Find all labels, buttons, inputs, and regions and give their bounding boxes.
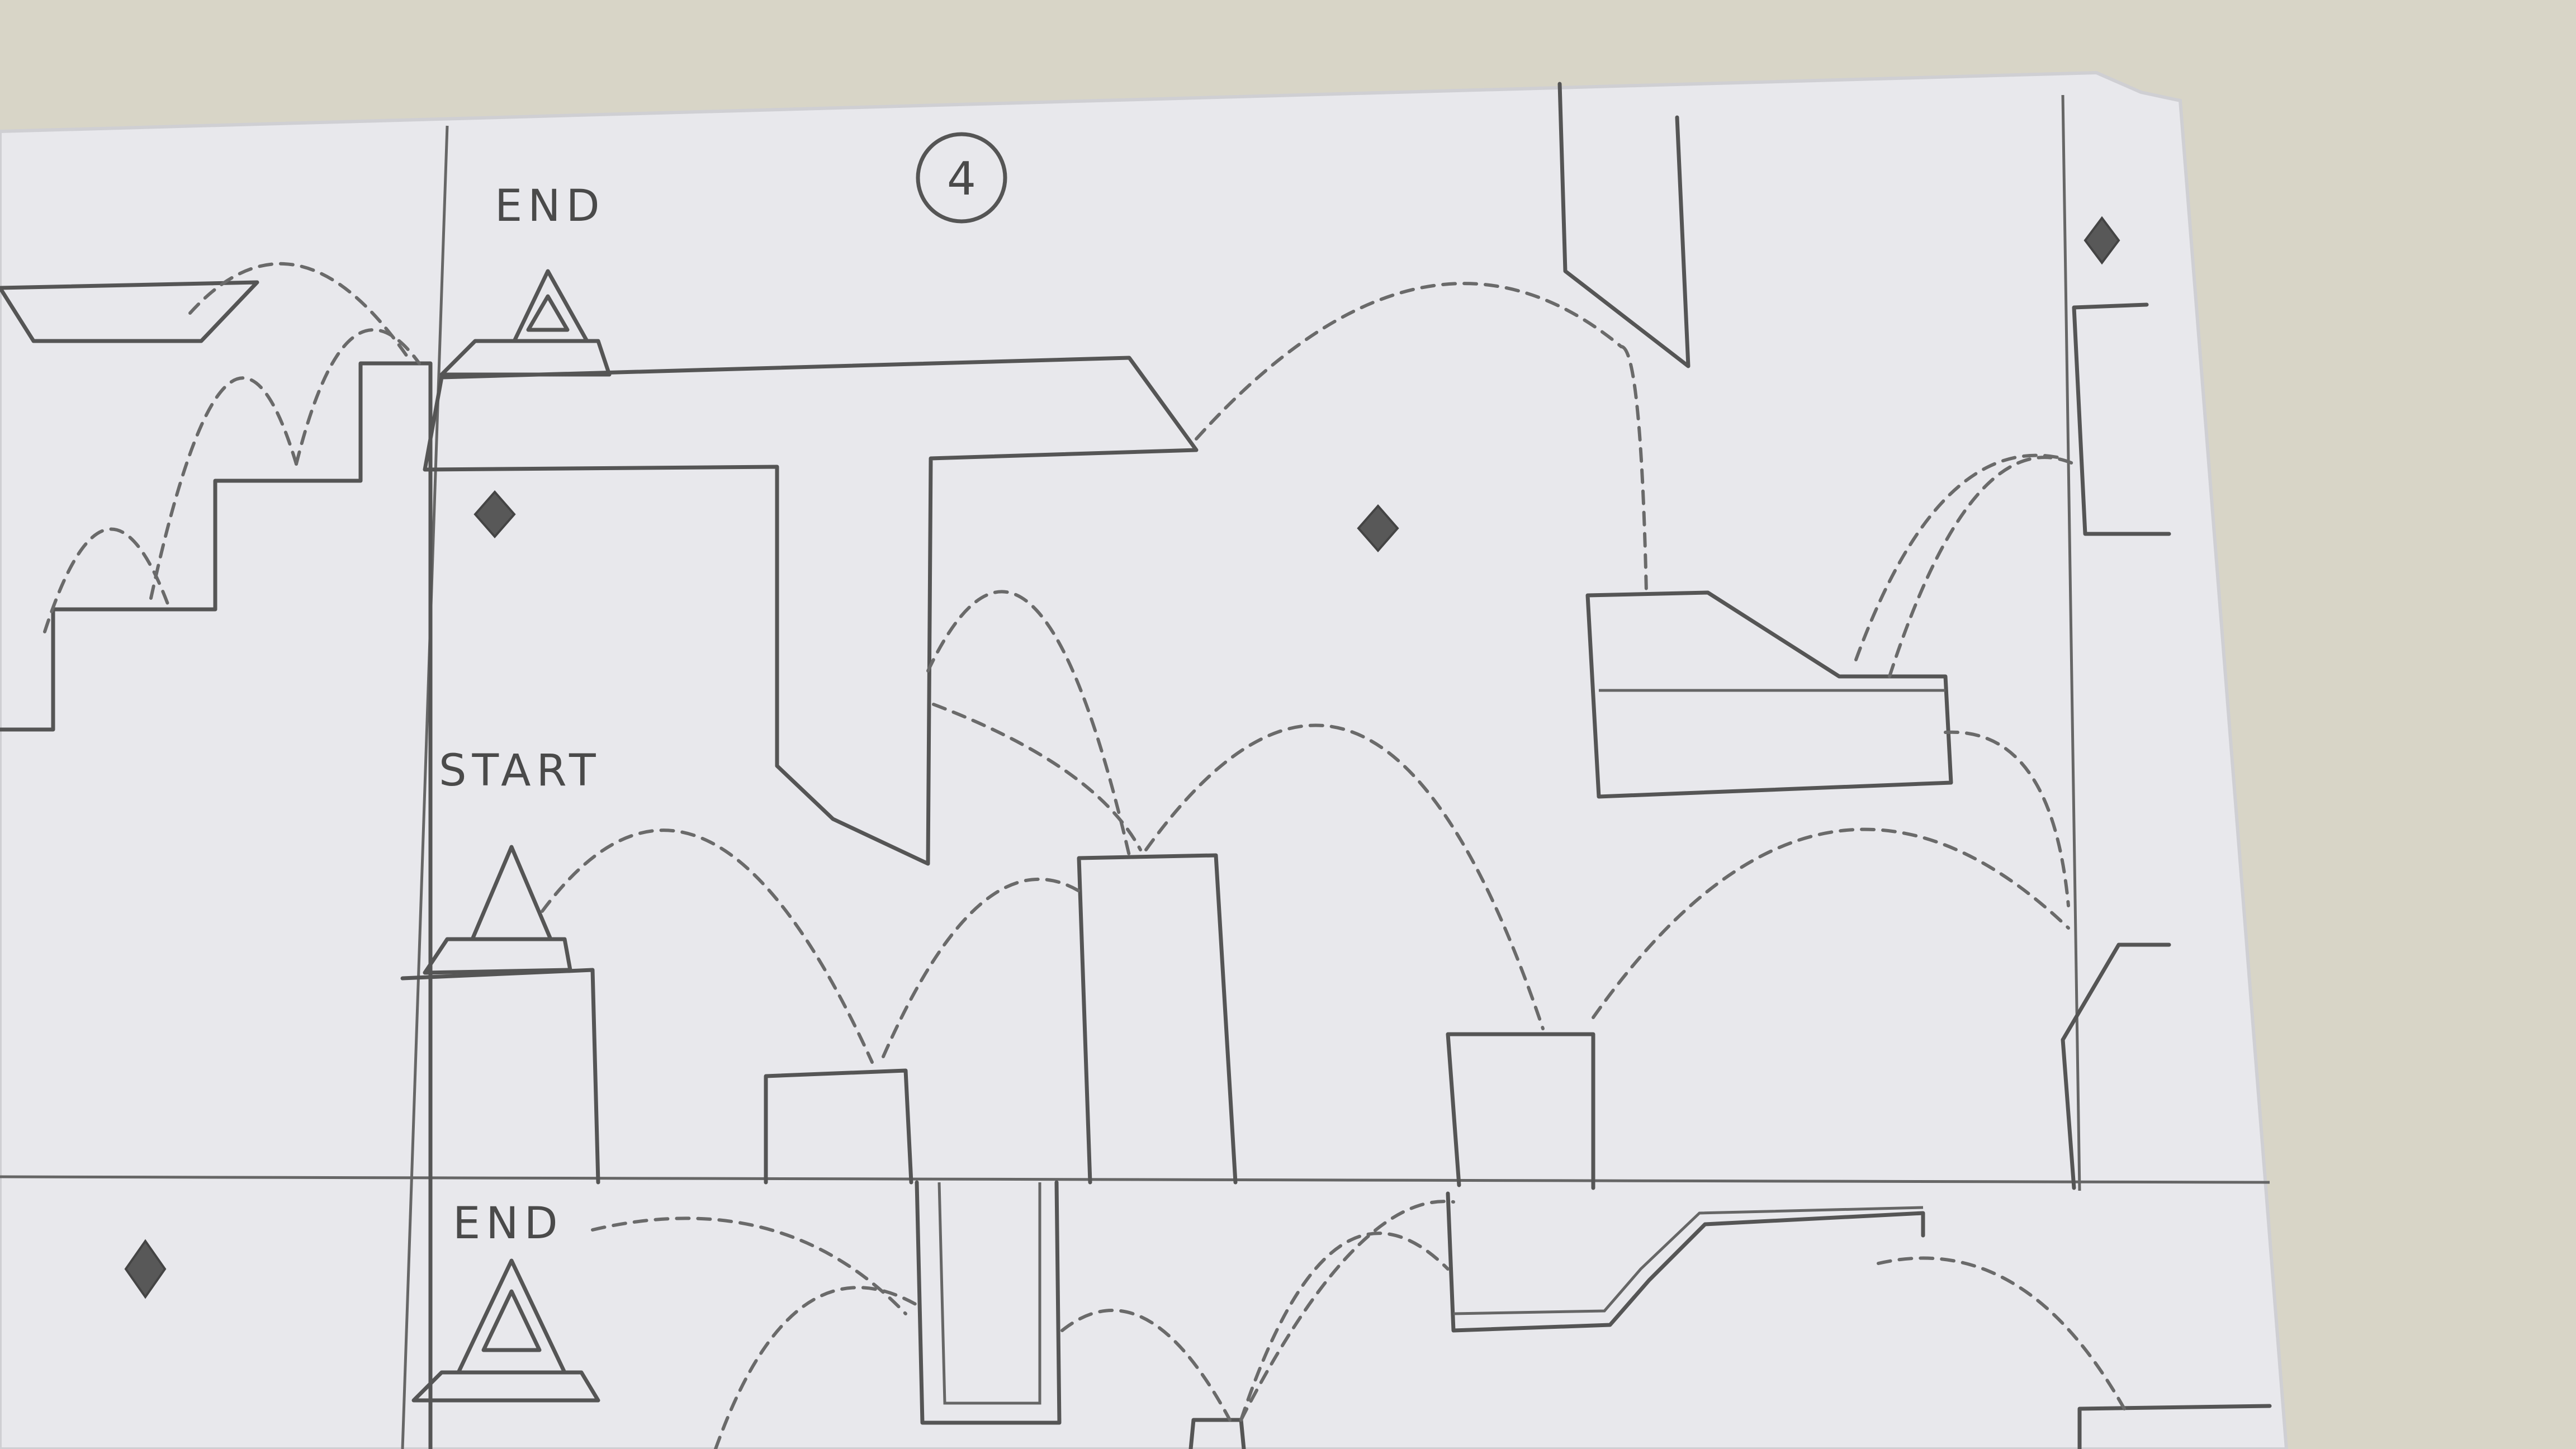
end-label-bottom: END (453, 1199, 564, 1249)
end-label-top: END (495, 181, 605, 231)
paper-sheet (0, 73, 2286, 1449)
page-number: 4 (947, 153, 976, 206)
start-label: START (439, 746, 602, 796)
